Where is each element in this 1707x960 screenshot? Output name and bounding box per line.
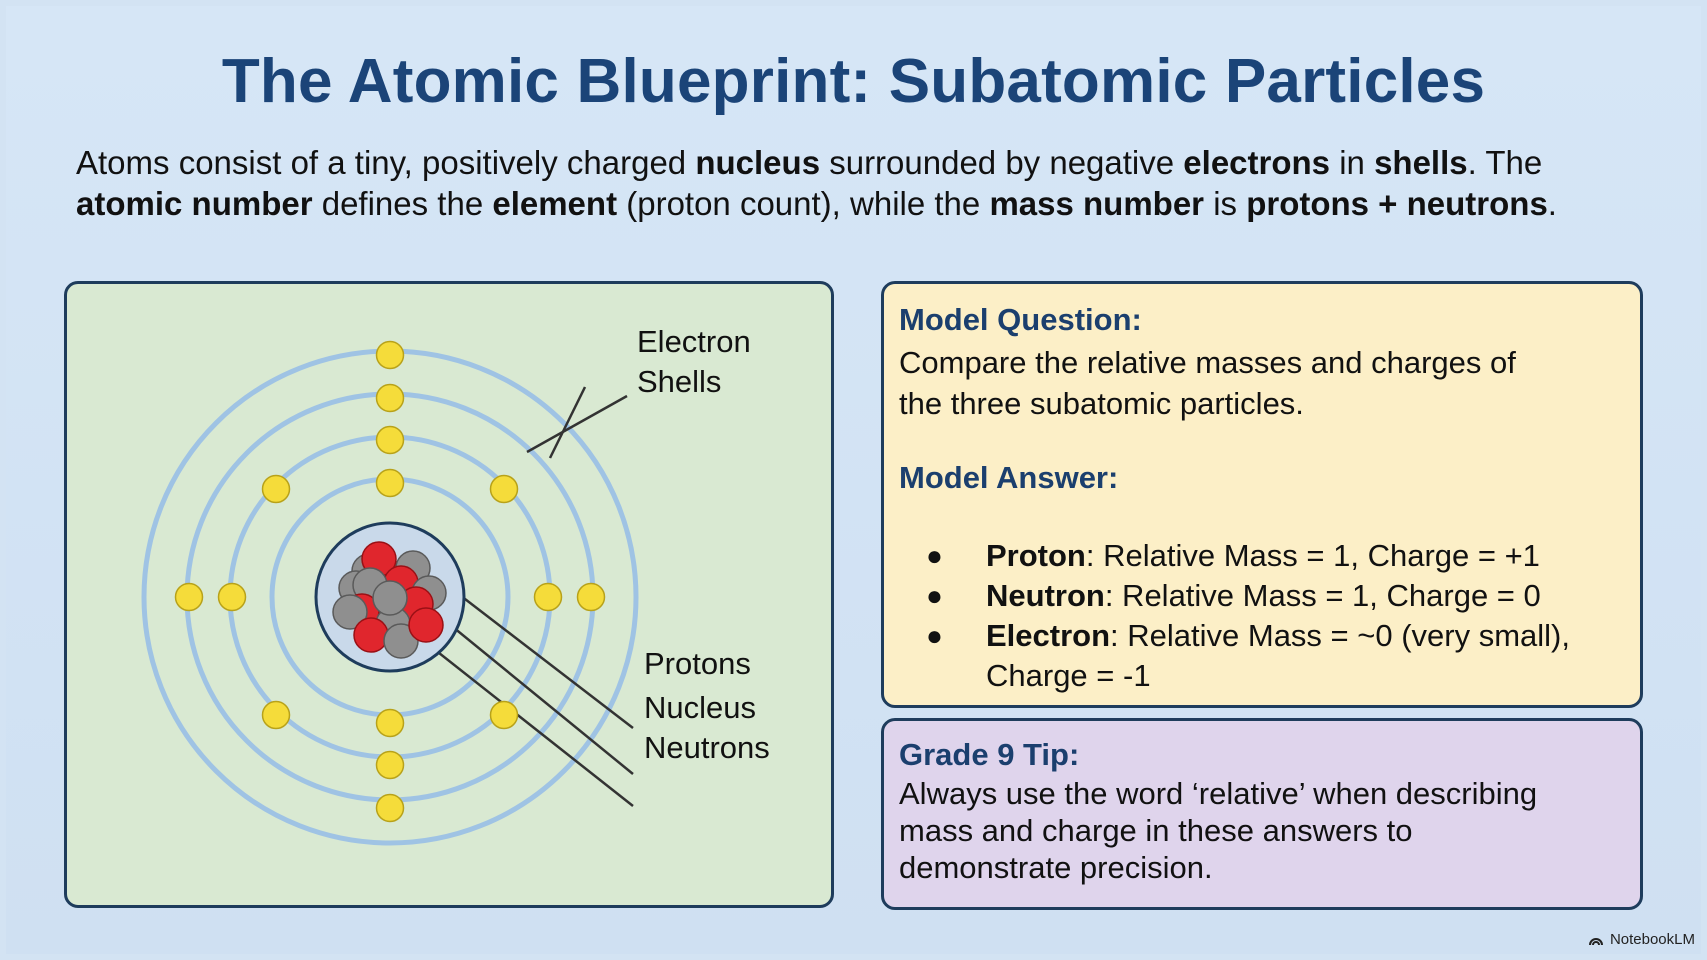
intro-keyword: shells [1374,144,1468,181]
leader-line [451,588,634,729]
electron [533,582,563,612]
intro-keyword: nucleus [695,144,821,181]
electron [261,700,291,730]
brand-watermark: NotebookLM [1588,931,1695,948]
page-title: The Atomic Blueprint: Subatomic Particle… [221,47,1486,116]
label-electron-shells-line-1: Electron [637,324,751,359]
electron [375,383,405,413]
grade-tip-line-3: demonstrate precision. [899,850,1213,885]
model-question-heading: Model Question: [899,302,1142,337]
intro-paragraph: Atoms consist of a tiny, positively char… [76,142,1636,224]
particle-name: Neutron [986,578,1105,613]
intro-text: Atoms consist of a tiny, positively char… [76,144,696,181]
particle-properties: : Relative Mass = ~0 (very small), [1110,618,1570,653]
intro-keyword: protons + neutrons [1246,185,1548,222]
electron [375,708,405,738]
label-electron-shells-line-2: Shells [637,364,722,399]
neutron [332,594,368,630]
intro-text: defines the [312,185,493,222]
electron [375,750,405,780]
answer-item-proton: ● Proton: Relative Mass = 1, Charge = +1 [916,536,1616,576]
model-answer-list: ●Proton: Relative Mass = 1, Charge = +1●… [916,536,1616,696]
model-question-line-2: the three subatomic particles. [899,386,1304,421]
intro-text: is [1204,185,1247,222]
intro-keyword: mass number [989,185,1205,222]
intro-text: (proton count), while the [617,185,990,222]
particle-properties: : Relative Mass = 1, Charge = +1 [1085,538,1540,573]
particle-properties: : Relative Mass = 1, Charge = 0 [1104,578,1541,613]
electron [174,582,204,612]
intro-keyword: atomic number [76,185,313,222]
intro-keyword: element [492,185,618,222]
atom-diagram [141,340,639,846]
electron [217,582,247,612]
nucleus [314,521,466,673]
intro-text: in [1330,144,1375,181]
particle-name: Proton [986,538,1086,573]
electron [375,425,405,455]
model-answer-heading: Model Answer: [899,460,1119,495]
grade-tip-line-1: Always use the word ‘relative’ when desc… [899,776,1538,811]
label-neutrons: Neutrons [644,730,770,765]
notebooklm-logo-icon [1588,937,1603,945]
leader-line [526,394,628,454]
electron [489,700,519,730]
neutron [372,580,408,616]
particle-name: Electron [986,618,1111,653]
electron [489,474,519,504]
neutron [383,623,419,659]
grade-tip-line-2: mass and charge in these answers to [899,813,1413,848]
leader-line [436,613,634,775]
intro-keyword: electrons [1183,144,1331,181]
model-answer-panel: Model Question: Compare the relative mas… [881,281,1643,708]
electron [261,474,291,504]
proton [353,617,389,653]
bullet-icon: ● [926,540,943,571]
answer-item-neutron: ● Neutron: Relative Mass = 1, Charge = 0 [916,576,1616,616]
intro-text: surrounded by negative [820,144,1184,181]
leader-line [548,386,587,459]
model-question-text: Compare the relative masses and charges … [899,342,1629,424]
electron [576,582,606,612]
particle-properties-continued: Charge = -1 [986,658,1151,693]
leader-line [414,633,634,807]
bullet-icon: ● [926,620,943,651]
atom-diagram-panel: Electron Shells Protons Nucleus Neutrons [64,281,834,908]
electrons [174,340,606,823]
answer-item-electron: ● Electron: Relative Mass = ~0 (very smal… [916,616,1616,696]
electron [375,340,405,370]
grade-tip-text: Always use the word ‘relative’ when desc… [899,775,1629,886]
label-protons: Protons [644,646,751,681]
proton [408,607,444,643]
model-question-line-1: Compare the relative masses and charges … [899,345,1516,380]
grade-tip-heading: Grade 9 Tip: [899,737,1080,772]
electron [375,468,405,498]
grade-tip-panel: Grade 9 Tip: Always use the word ‘relati… [881,718,1643,910]
electron [375,793,405,823]
label-electron-shells: Electron Shells [637,322,751,402]
brand-name: NotebookLM [1609,931,1695,948]
leader-lines [414,386,634,807]
bullet-icon: ● [926,580,943,611]
intro-text: . The [1467,144,1543,181]
intro-text: . [1547,185,1557,222]
label-nucleus: Nucleus [644,690,756,725]
